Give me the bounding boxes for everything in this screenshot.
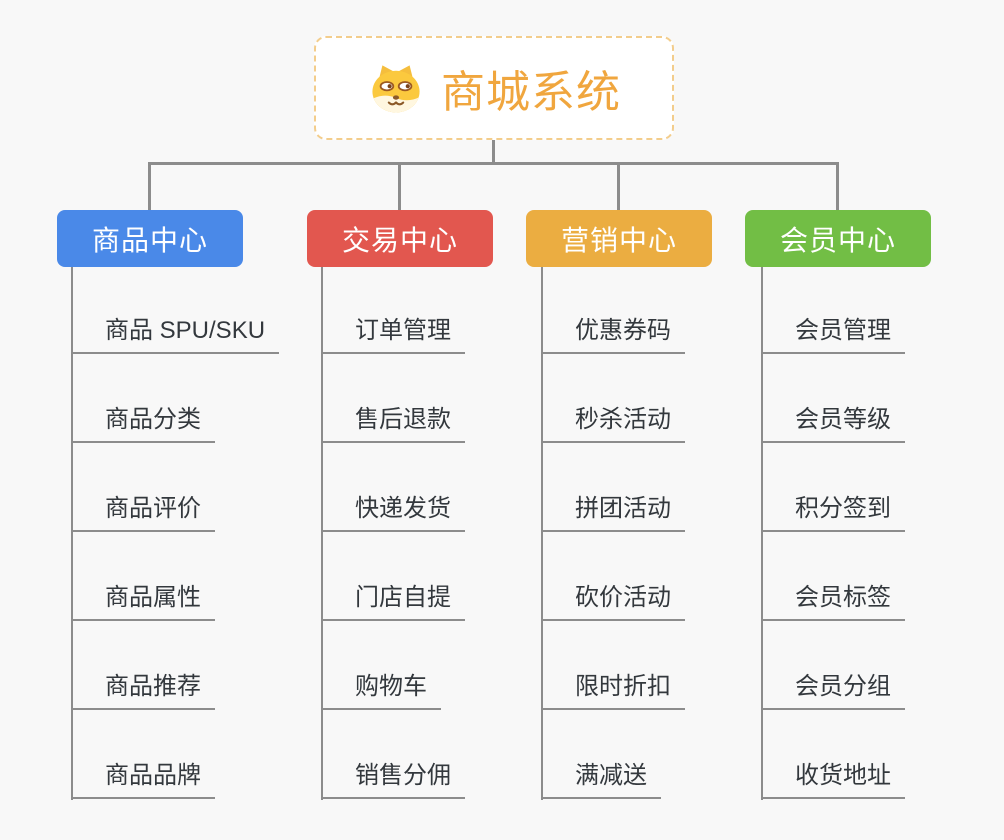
leaf-node[interactable]: 商品推荐 [71,673,215,710]
leaf-node[interactable]: 商品 SPU/SKU [71,317,280,354]
leaf-node[interactable]: 收货地址 [761,762,905,799]
leaf-node[interactable]: 门店自提 [321,584,465,621]
branch-node-member-center[interactable]: 会员中心 [745,210,931,267]
leaf-node[interactable]: 销售分佣 [321,762,465,799]
leaf-node[interactable]: 会员管理 [761,317,905,354]
leaf-node[interactable]: 砍价活动 [541,584,685,621]
leaf-node[interactable]: 限时折扣 [541,673,685,710]
leaf-node[interactable]: 满减送 [541,762,661,799]
leaf-node[interactable]: 售后退款 [321,406,465,443]
leaf-node[interactable]: 快递发货 [321,495,465,532]
trunk-connector-line [148,162,839,165]
leaf-node[interactable]: 会员分组 [761,673,905,710]
root-connector-line [492,140,495,164]
column-spine-line [321,267,323,800]
branch-node-product-center[interactable]: 商品中心 [57,210,243,267]
leaf-node[interactable]: 积分签到 [761,495,905,532]
branch-label: 商品中心 [91,224,208,256]
leaf-node[interactable]: 会员标签 [761,584,905,621]
leaf-node[interactable]: 会员等级 [761,406,905,443]
root-node-title: 商城系统 [441,68,621,117]
branch-node-trade-center[interactable]: 交易中心 [307,210,493,267]
column-spine-line [71,267,73,800]
leaf-node[interactable]: 商品评价 [71,495,215,532]
branch-node-marketing-center[interactable]: 营销中心 [526,210,712,267]
leaf-node[interactable]: 商品分类 [71,406,215,443]
branch-label: 会员中心 [779,224,896,256]
leaf-node[interactable]: 拼团活动 [541,495,685,532]
branch-connector-line [148,163,151,210]
branch-connector-line [398,163,401,210]
root-node-mall-system[interactable]: 商城系统 [314,36,674,140]
branch-connector-line [617,163,620,210]
leaf-node[interactable]: 秒杀活动 [541,406,685,443]
column-spine-line [761,267,763,800]
branch-label: 交易中心 [341,224,458,256]
dog-face-icon [372,65,420,113]
leaf-node[interactable]: 商品属性 [71,584,215,621]
leaf-node[interactable]: 商品品牌 [71,762,215,799]
leaf-node[interactable]: 购物车 [321,673,441,710]
leaf-node[interactable]: 订单管理 [321,317,465,354]
leaf-node[interactable]: 优惠券码 [541,317,685,354]
branch-connector-line [836,163,839,210]
branch-label: 营销中心 [560,224,677,256]
column-spine-line [541,267,543,800]
